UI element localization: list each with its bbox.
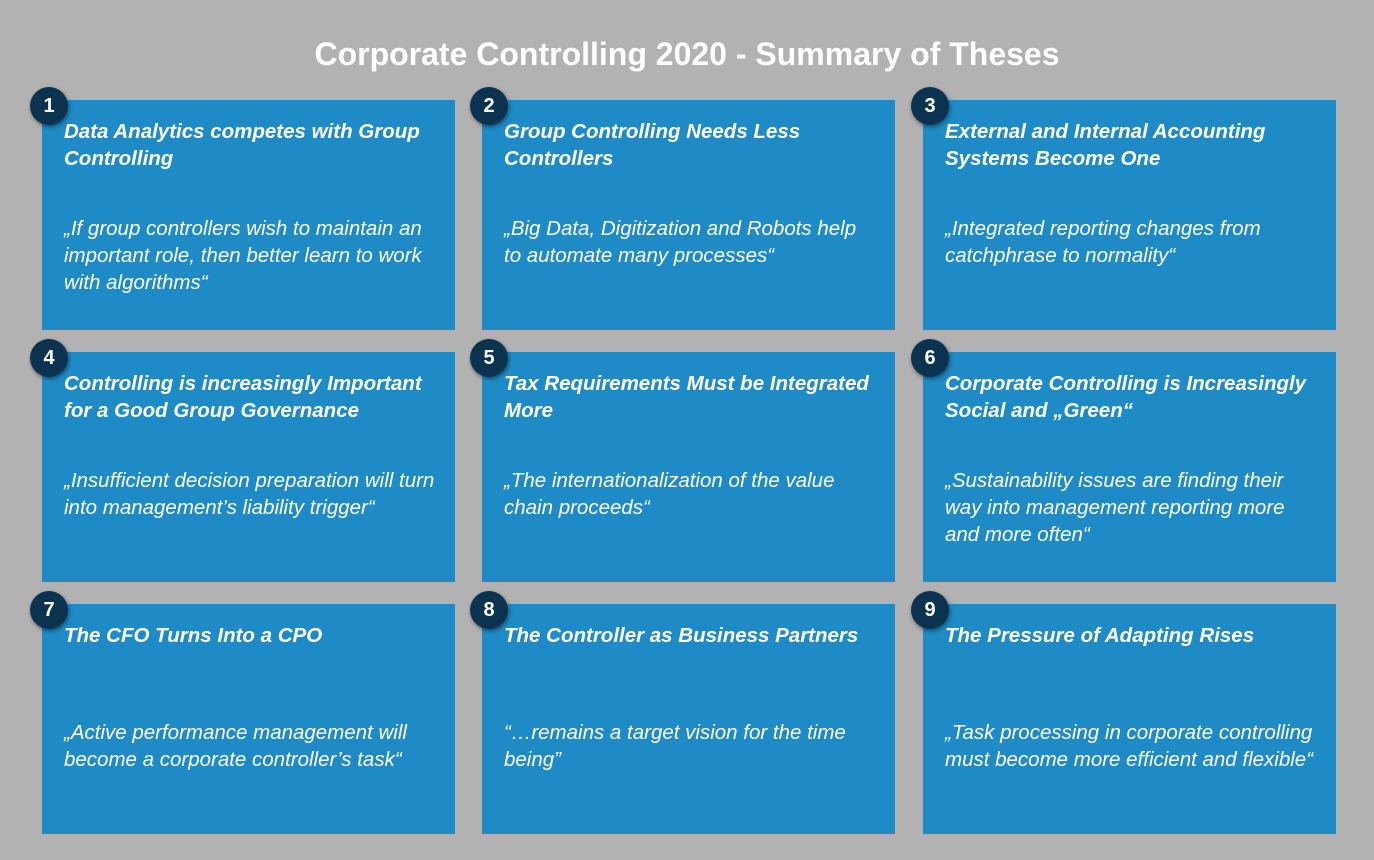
thesis-card-4: 4 Controlling is increasingly Important … [30, 339, 455, 582]
thesis-card-8: 8 The Controller as Business Partners “…… [470, 591, 895, 834]
thesis-heading: Group Controlling Needs Less Controllers [504, 120, 801, 170]
number-badge: 9 [911, 591, 949, 629]
thesis-heading: External and Internal Accounting Systems… [945, 120, 1266, 170]
thesis-card-6: 6 Corporate Controlling is Increasingly … [911, 339, 1336, 582]
number-badge: 3 [911, 87, 949, 125]
thesis-heading: The Controller as Business Partners [504, 624, 859, 647]
thesis-card-3: 3 External and Internal Accounting Syste… [911, 87, 1336, 330]
thesis-quote: „If group controllers wish to maintain a… [64, 217, 422, 294]
thesis-card-1: 1 Data Analytics competes with Group Con… [30, 87, 455, 330]
page-title: Corporate Controlling 2020 - Summary of … [314, 36, 1060, 72]
thesis-quote: „Active performance management will beco… [64, 721, 407, 771]
number-badge: 4 [30, 339, 68, 377]
thesis-quote: „Integrated reporting changes from catch… [945, 217, 1261, 267]
number-badge: 5 [470, 339, 508, 377]
thesis-quote: „Big Data, Digitization and Robots help … [504, 217, 857, 267]
thesis-quote: „The internationalization of the value c… [504, 469, 835, 519]
thesis-quote: „Sustainability issues are finding their… [945, 469, 1285, 546]
thesis-quote: „Task processing in corporate controllin… [945, 721, 1314, 771]
thesis-heading: Tax Requirements Must be Integrated More [504, 372, 869, 422]
thesis-heading: Corporate Controlling is Increasingly So… [945, 372, 1307, 422]
thesis-card-7: 7 The CFO Turns Into a CPO „Active perfo… [30, 591, 455, 834]
number-badge: 8 [470, 591, 508, 629]
thesis-card-2: 2 Group Controlling Needs Less Controlle… [470, 87, 895, 330]
number-badge: 1 [30, 87, 68, 125]
number-badge: 7 [30, 591, 68, 629]
thesis-quote: „Insufficient decision preparation will … [64, 469, 435, 519]
number-badge: 2 [470, 87, 508, 125]
number-badge: 6 [911, 339, 949, 377]
thesis-heading: Data Analytics competes with Group Contr… [64, 120, 420, 170]
thesis-card-5: 5 Tax Requirements Must be Integrated Mo… [470, 339, 895, 582]
thesis-heading: Controlling is increasingly Important fo… [64, 372, 422, 422]
thesis-heading: The Pressure of Adapting Rises [945, 624, 1255, 647]
thesis-heading: The CFO Turns Into a CPO [64, 624, 323, 647]
thesis-card-9: 9 The Pressure of Adapting Rises „Task p… [911, 591, 1336, 834]
thesis-quote: “…remains a target vision for the time b… [504, 721, 846, 771]
